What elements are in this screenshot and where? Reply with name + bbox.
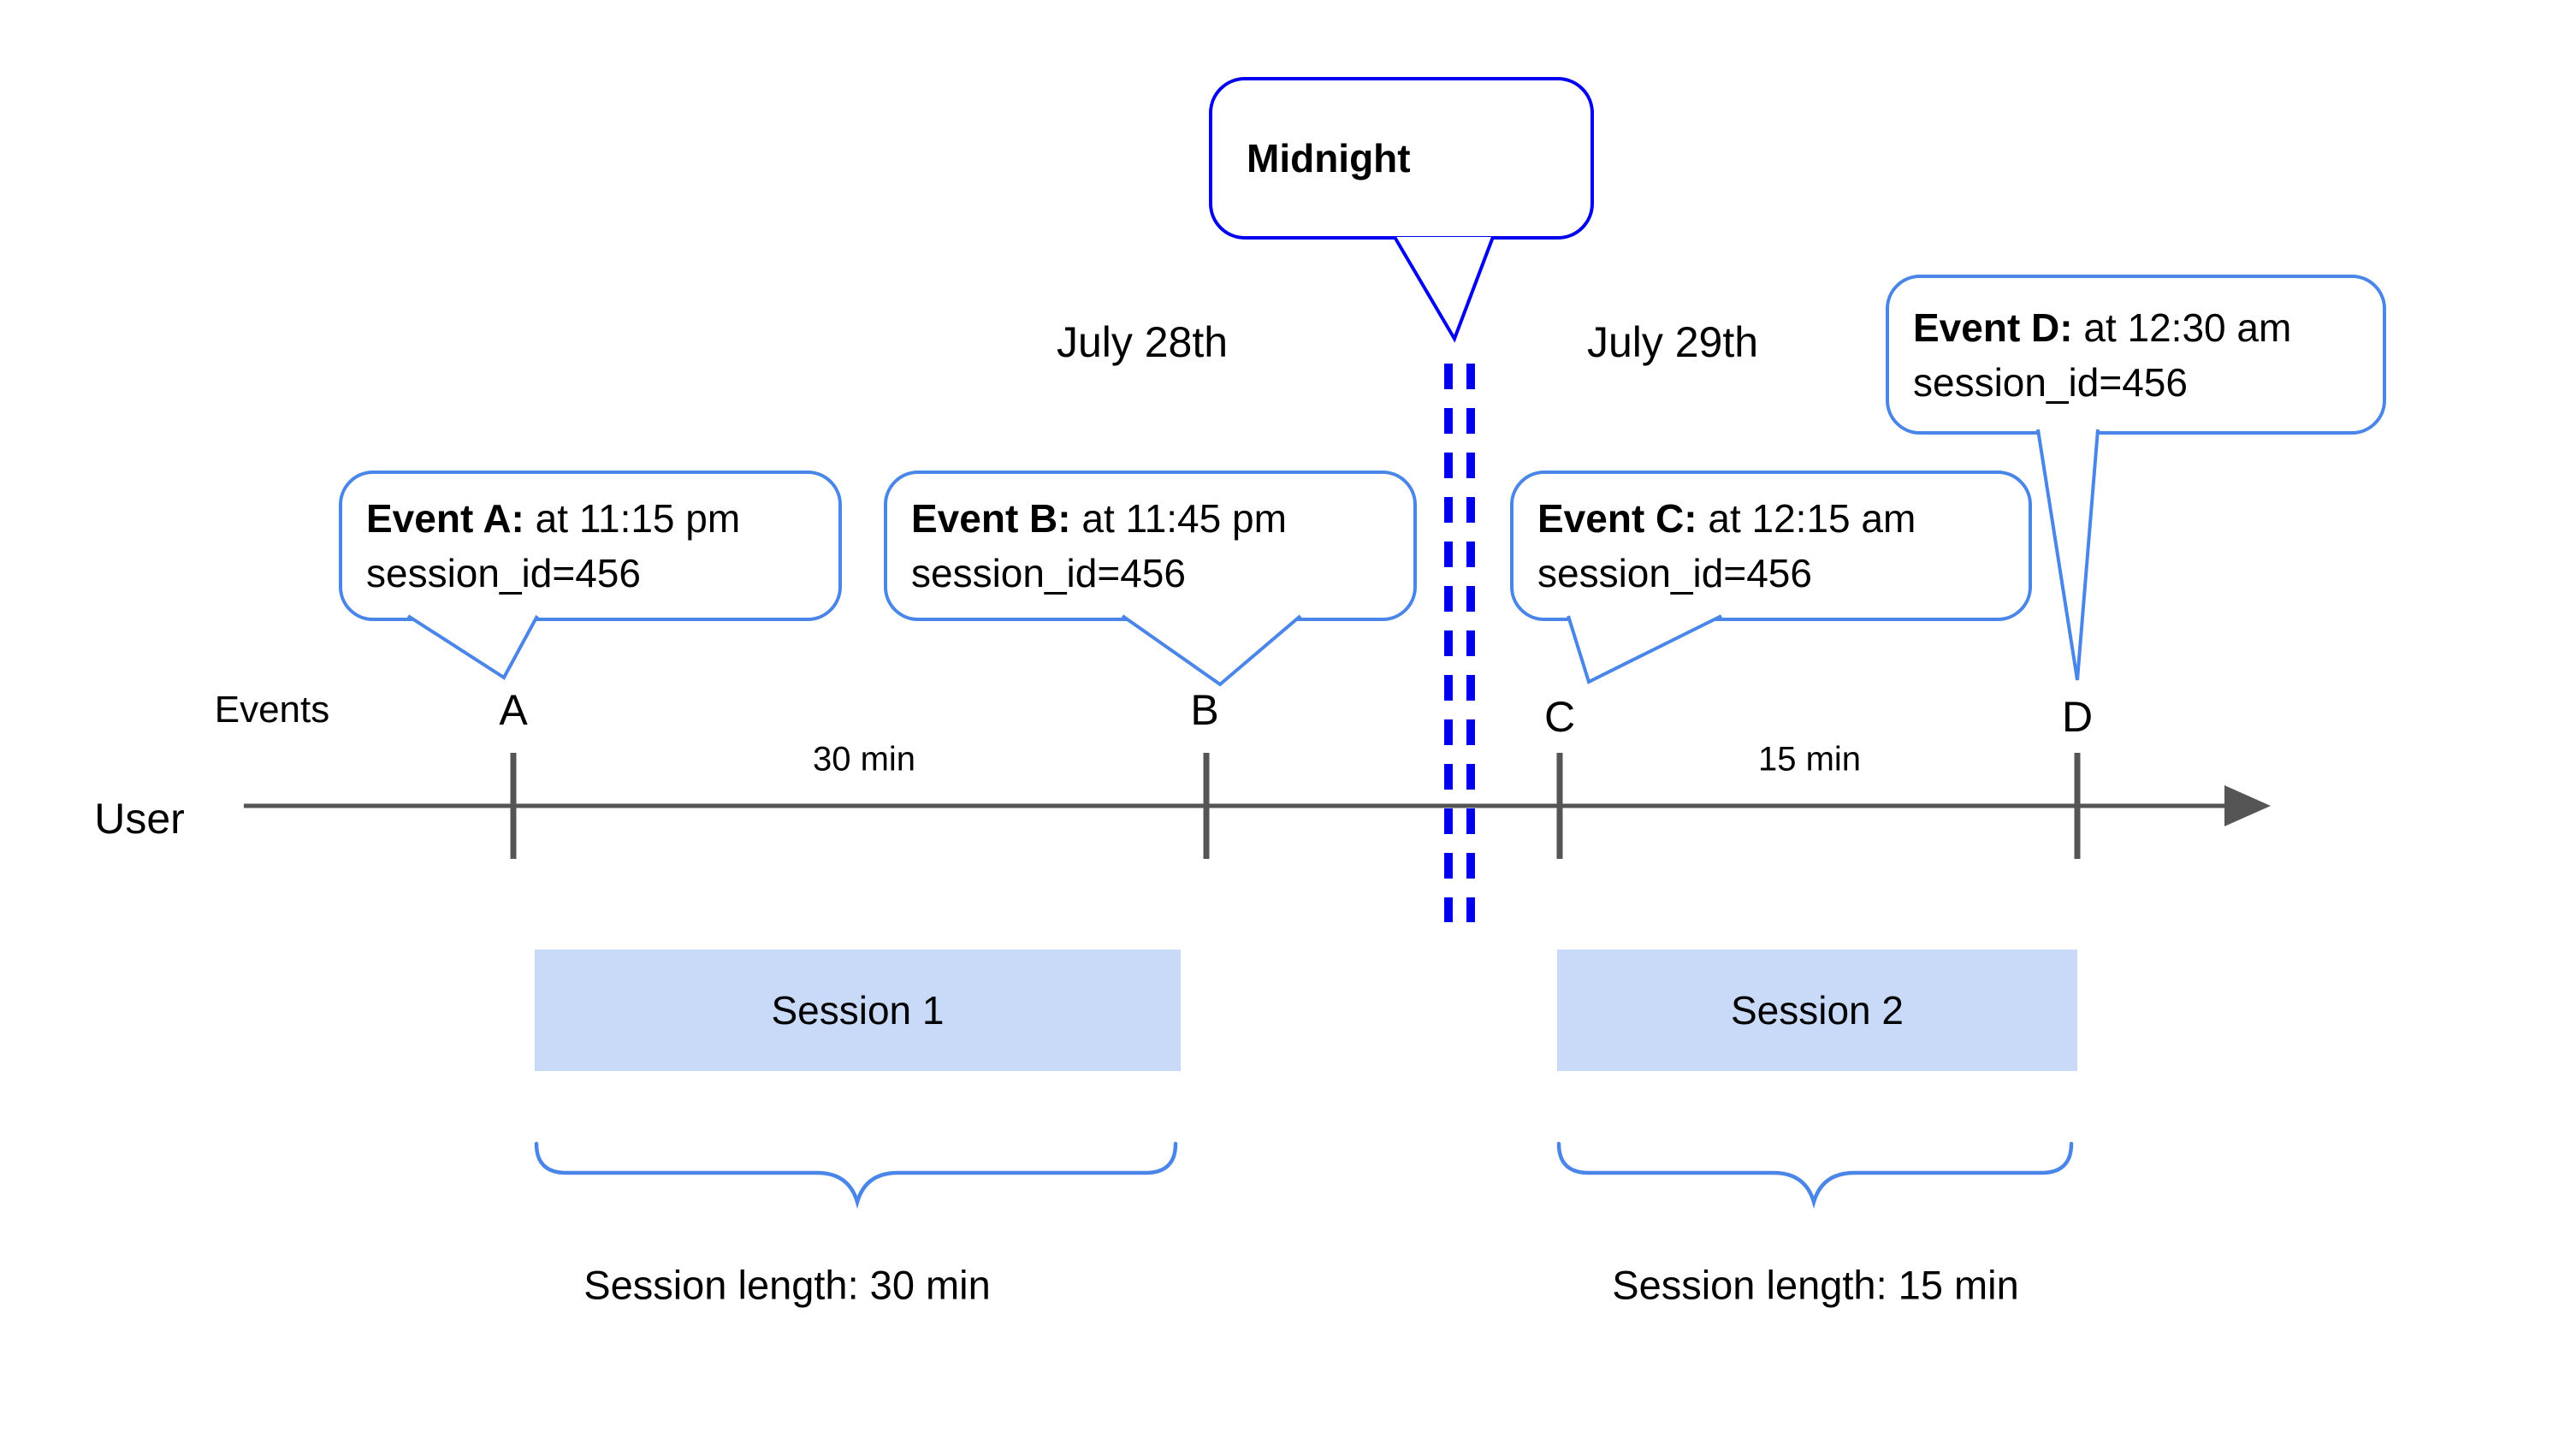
event-d-line1: Event D: at 12:30 am: [1913, 300, 2383, 355]
session-box-1: Session 1: [535, 950, 1181, 1071]
interval-label-30min: 30 min: [812, 740, 916, 778]
tick-letter-a: A: [499, 686, 528, 734]
midnight-callout: Midnight: [1209, 77, 1594, 240]
event-b-line1: Event B: at 11:45 pm: [911, 491, 1413, 546]
session-2-brace: [1556, 1141, 2074, 1209]
tick-letter-d: D: [2061, 693, 2094, 741]
event-a-title: Event A:: [366, 496, 524, 541]
event-c-callout-tail: [1567, 614, 1722, 684]
event-c-title: Event C:: [1537, 496, 1697, 541]
session-1-label: Session 1: [771, 988, 945, 1033]
interval-label-15min: 15 min: [1757, 740, 1862, 778]
event-callout-c: Event C: at 12:15 am session_id=456: [1510, 471, 2032, 621]
midnight-label: Midnight: [1247, 136, 1411, 181]
event-a-line1: Event A: at 11:15 pm: [366, 491, 838, 546]
tick-letter-b: B: [1190, 686, 1219, 734]
event-d-title: Event D:: [1913, 305, 2073, 350]
user-row-label: User: [94, 795, 185, 843]
event-c-time: at 12:15 am: [1708, 496, 1916, 541]
event-c-session-id: session_id=456: [1537, 551, 1812, 595]
timeline-arrowhead-icon: [2224, 785, 2271, 826]
event-a-session-id: session_id=456: [366, 551, 641, 595]
event-d-time: at 12:30 am: [2083, 305, 2292, 350]
event-b-callout-tail: [1121, 614, 1302, 687]
event-c-line1: Event C: at 12:15 am: [1537, 491, 2029, 546]
event-a-time: at 11:15 pm: [535, 496, 741, 541]
session-2-label: Session 2: [1730, 988, 1904, 1033]
midnight-callout-tail: [1393, 235, 1495, 343]
event-b-title: Event B:: [911, 496, 1071, 541]
date-label-july-29: July 29th: [1586, 318, 1759, 366]
session-length-label-2: Session length: 15 min: [1612, 1262, 2019, 1308]
event-callout-b: Event B: at 11:45 pm session_id=456: [884, 471, 1417, 621]
event-b-time: at 11:45 pm: [1081, 496, 1287, 541]
event-d-session-id: session_id=456: [1913, 359, 2188, 405]
date-label-july-28: July 28th: [1056, 318, 1229, 366]
event-callout-d: Event D: at 12:30 am session_id=456: [1886, 275, 2386, 435]
session-length-label-1: Session length: 30 min: [583, 1262, 991, 1308]
event-callout-a: Event A: at 11:15 pm session_id=456: [339, 471, 842, 621]
events-row-label: Events: [214, 689, 330, 731]
tick-letter-c: C: [1543, 693, 1576, 741]
session-1-brace: [534, 1141, 1178, 1209]
event-a-callout-tail: [406, 614, 539, 680]
event-b-session-id: session_id=456: [911, 551, 1186, 595]
session-box-2: Session 2: [1557, 950, 2077, 1071]
event-d-callout-tail: [2036, 429, 2100, 681]
